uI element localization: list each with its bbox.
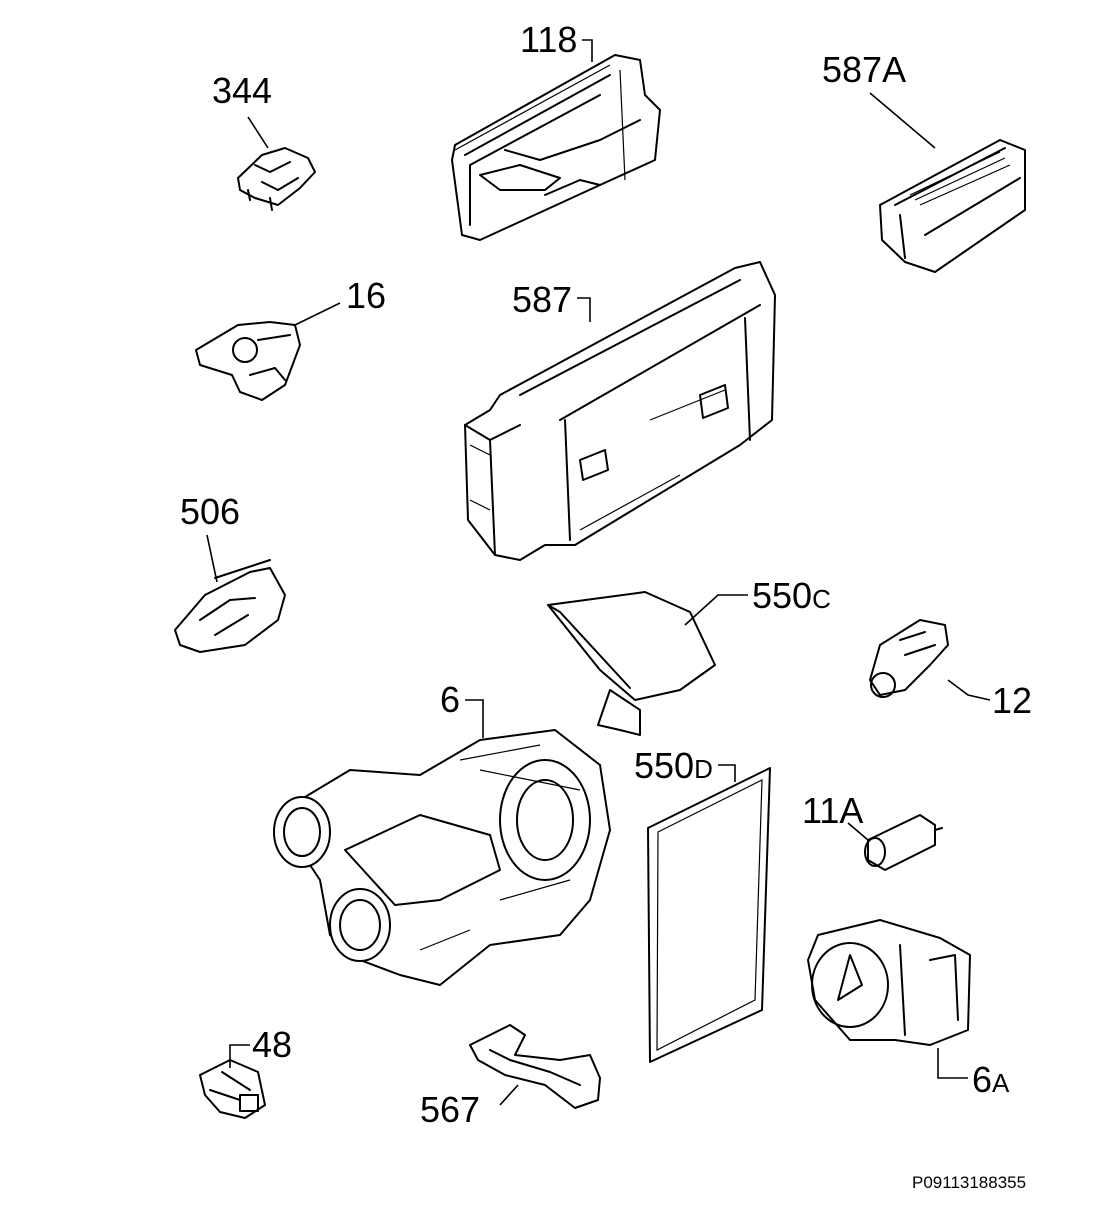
part-587-electronic-box [464,261,776,561]
part-48-sensor [199,1059,266,1119]
part-506-valve [174,559,286,653]
drawing-code: P09113188355 [912,1173,1026,1192]
part-12-sensor [869,619,949,698]
label-48: 48 [252,1024,292,1065]
leader-lines [206,39,991,1106]
part-6A-drain-pump [807,919,971,1046]
label-12: 12 [992,680,1032,721]
part-587A-module [879,139,1026,273]
label-11A: 11A [802,790,863,831]
label-506: 506 [180,491,240,532]
part-550D-gasket [647,767,771,1063]
label-118: 118 [520,19,577,60]
label-587: 587 [512,279,572,320]
label-550C: 550C [752,575,831,616]
part-567-bracket [469,1024,601,1109]
part-16-lock [195,321,301,401]
part-11A-cylinder [864,814,943,871]
part-118-panel-cover [451,54,661,241]
part-550C-flap [547,591,716,736]
label-550D: 550D [634,745,713,786]
label-6A: 6A [972,1059,1010,1100]
part-344-switch [237,147,316,211]
label-567: 567 [420,1089,480,1130]
label-16: 16 [346,275,386,316]
label-6: 6 [440,679,460,720]
part-6-circulation-pump [273,729,611,986]
label-344: 344 [212,70,272,111]
label-587A: 587A [822,49,906,90]
